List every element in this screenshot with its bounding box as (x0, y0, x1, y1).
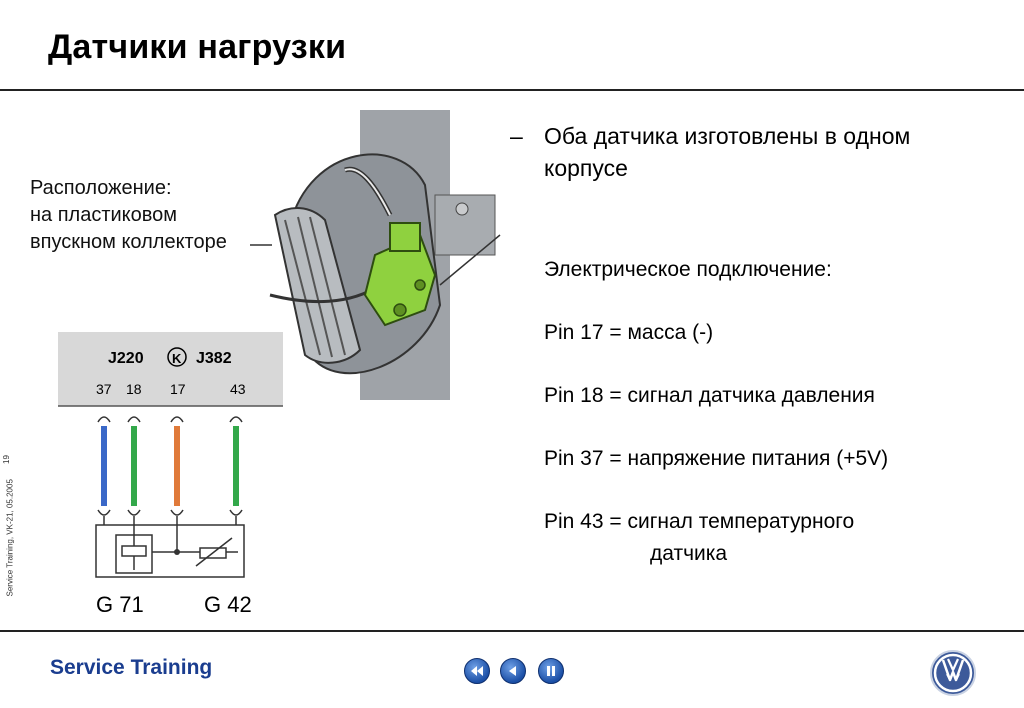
pin-18-label: 18 (126, 381, 142, 397)
pin18-text: Pin 18 = сигнал датчика давления (544, 384, 875, 407)
pin43-text-line1: Pin 43 = сигнал температурного (544, 510, 855, 533)
pin-37-label: 37 (96, 381, 112, 397)
location-line-3: впускном коллекторе (30, 231, 227, 253)
pin-17-label: 17 (170, 381, 186, 397)
location-line-2: на пластиковом (30, 204, 178, 226)
rewind-button[interactable] (464, 658, 490, 684)
wire-pin-17-top-connector (170, 416, 184, 423)
pin-43-label: 43 (230, 381, 246, 397)
wire-pin-43-bottom-connector (229, 509, 243, 516)
k-symbol: K (172, 351, 182, 366)
wire-pin-18-bottom-connector (127, 509, 141, 516)
page-title: Датчики нагрузки (48, 28, 347, 66)
pin43-text-line2: датчика (650, 542, 728, 565)
side-caption: Service Training, VK-21, 05.2005 (5, 479, 15, 597)
sensor-g42-label: G 42 (204, 592, 252, 617)
wire-pin-18-top-connector (127, 416, 141, 423)
rewind-icon (471, 666, 483, 676)
wire-pin-17-bottom-connector (170, 509, 184, 516)
wire-pin-43-top-connector (229, 416, 243, 423)
location-caption: Расположение: на пластиковом впускном ко… (30, 175, 227, 256)
back-button[interactable] (500, 658, 526, 684)
page-number: 19 (1, 455, 11, 464)
vw-logo-icon (930, 650, 976, 696)
footer-divider (0, 630, 1024, 632)
header-divider (0, 89, 1024, 91)
sensor-g71-label: G 71 (96, 592, 144, 617)
connection-heading: Электрическое подключение: (544, 258, 832, 281)
bullet-marker: – (510, 123, 523, 149)
sensor-illustration (250, 110, 501, 400)
k-symbol-icon (167, 347, 187, 367)
location-line-1: Расположение: (30, 177, 172, 199)
pin37-text: Pin 37 = напряжение питания (+5V) (544, 447, 889, 470)
wiring-diagram: J220 K J382 37 18 17 43 (40, 330, 290, 590)
wire-pin-37-top-connector (97, 416, 111, 423)
footer-brand: Service Training (50, 656, 213, 679)
unit-j220-label: J220 (108, 350, 144, 367)
pause-icon (547, 666, 555, 676)
pin17-text: Pin 17 = масса (-) (544, 321, 714, 344)
wire-pin-37-bottom-connector (97, 509, 111, 516)
back-icon (509, 666, 516, 676)
bullet-text: Оба датчика изготовлены в одном корпусе (544, 123, 911, 181)
pause-button[interactable] (538, 658, 564, 684)
unit-j382-label: J382 (196, 350, 232, 367)
